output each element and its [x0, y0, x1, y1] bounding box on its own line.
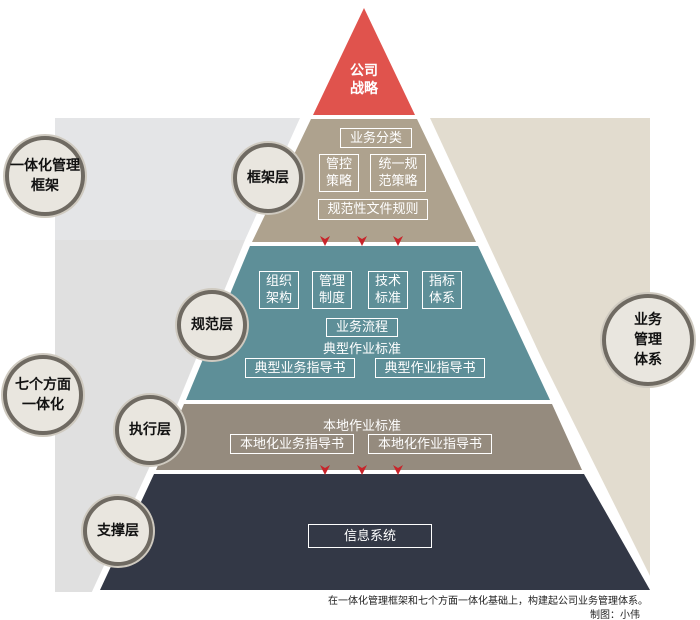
unified-line1: 统一规	[378, 157, 418, 172]
index-box: 指标体系	[422, 271, 462, 309]
tech-line1: 技术	[374, 274, 401, 289]
framework-layer-circle: 框架层	[233, 143, 303, 213]
classify-box: 业务分类	[340, 128, 412, 148]
right-line3: 体系	[634, 352, 662, 368]
apex-label: 公司战略	[334, 62, 394, 98]
unified-box: 统一规范策略	[370, 154, 426, 192]
seven-line1: 七个方面	[15, 377, 71, 393]
unified-line2: 范策略	[378, 174, 418, 189]
rules-box: 规范性文件规则	[318, 199, 428, 220]
info-system-box: 信息系统	[308, 524, 432, 548]
framework-line1: 一体化管理	[10, 158, 80, 174]
seven-aspects-circle: 七个方面一体化	[3, 355, 83, 435]
exec-layer-circle: 执行层	[115, 395, 185, 465]
org-line2: 架构	[265, 291, 292, 306]
framework-line2: 框架	[31, 178, 59, 194]
tech-box: 技术标准	[368, 271, 408, 309]
seven-line2: 一体化	[22, 397, 64, 413]
framework-circle: 一体化管理框架	[5, 136, 85, 216]
typical-std-text: 典型作业标准	[322, 342, 401, 357]
typical-work-box: 典型作业指导书	[375, 358, 485, 378]
index-line2: 体系	[428, 291, 455, 306]
control-line2: 策略	[325, 174, 352, 189]
credit: 制图：小伟	[590, 610, 640, 620]
local-biz-box: 本地化业务指导书	[230, 434, 354, 454]
apex-line2: 战略	[350, 81, 378, 97]
framework-layer	[252, 119, 476, 242]
control-line1: 管控	[325, 157, 352, 172]
process-box: 业务流程	[326, 318, 398, 337]
index-line1: 指标	[428, 274, 455, 289]
support-layer-circle: 支撑层	[83, 496, 153, 566]
right-line2: 管理	[634, 332, 662, 348]
framework-panel	[55, 118, 300, 240]
local-std-text: 本地作业标准	[322, 419, 401, 434]
arrow-icons	[320, 236, 403, 475]
norm-layer-circle: 规范层	[177, 290, 247, 360]
business-system-circle: 业务管理体系	[602, 294, 694, 386]
tech-line2: 标准	[374, 291, 401, 306]
right-line1: 业务	[634, 312, 662, 328]
norm-layer	[186, 246, 550, 400]
apex-line1: 公司	[350, 63, 378, 79]
org-line1: 组织	[265, 274, 292, 289]
local-work-box: 本地化作业指导书	[368, 434, 492, 454]
mgmt-line1: 管理	[318, 274, 345, 289]
support-layer	[100, 474, 650, 590]
mgmt-line2: 制度	[318, 291, 345, 306]
typical-biz-box: 典型业务指导书	[245, 358, 355, 378]
mgmt-box: 管理制度	[312, 271, 352, 309]
control-box: 管控策略	[319, 154, 359, 192]
caption: 在一体化管理框架和七个方面一体化基础上，构建起公司业务管理体系。	[328, 596, 648, 607]
org-box: 组织架构	[259, 271, 299, 309]
apex-layer	[313, 8, 415, 115]
